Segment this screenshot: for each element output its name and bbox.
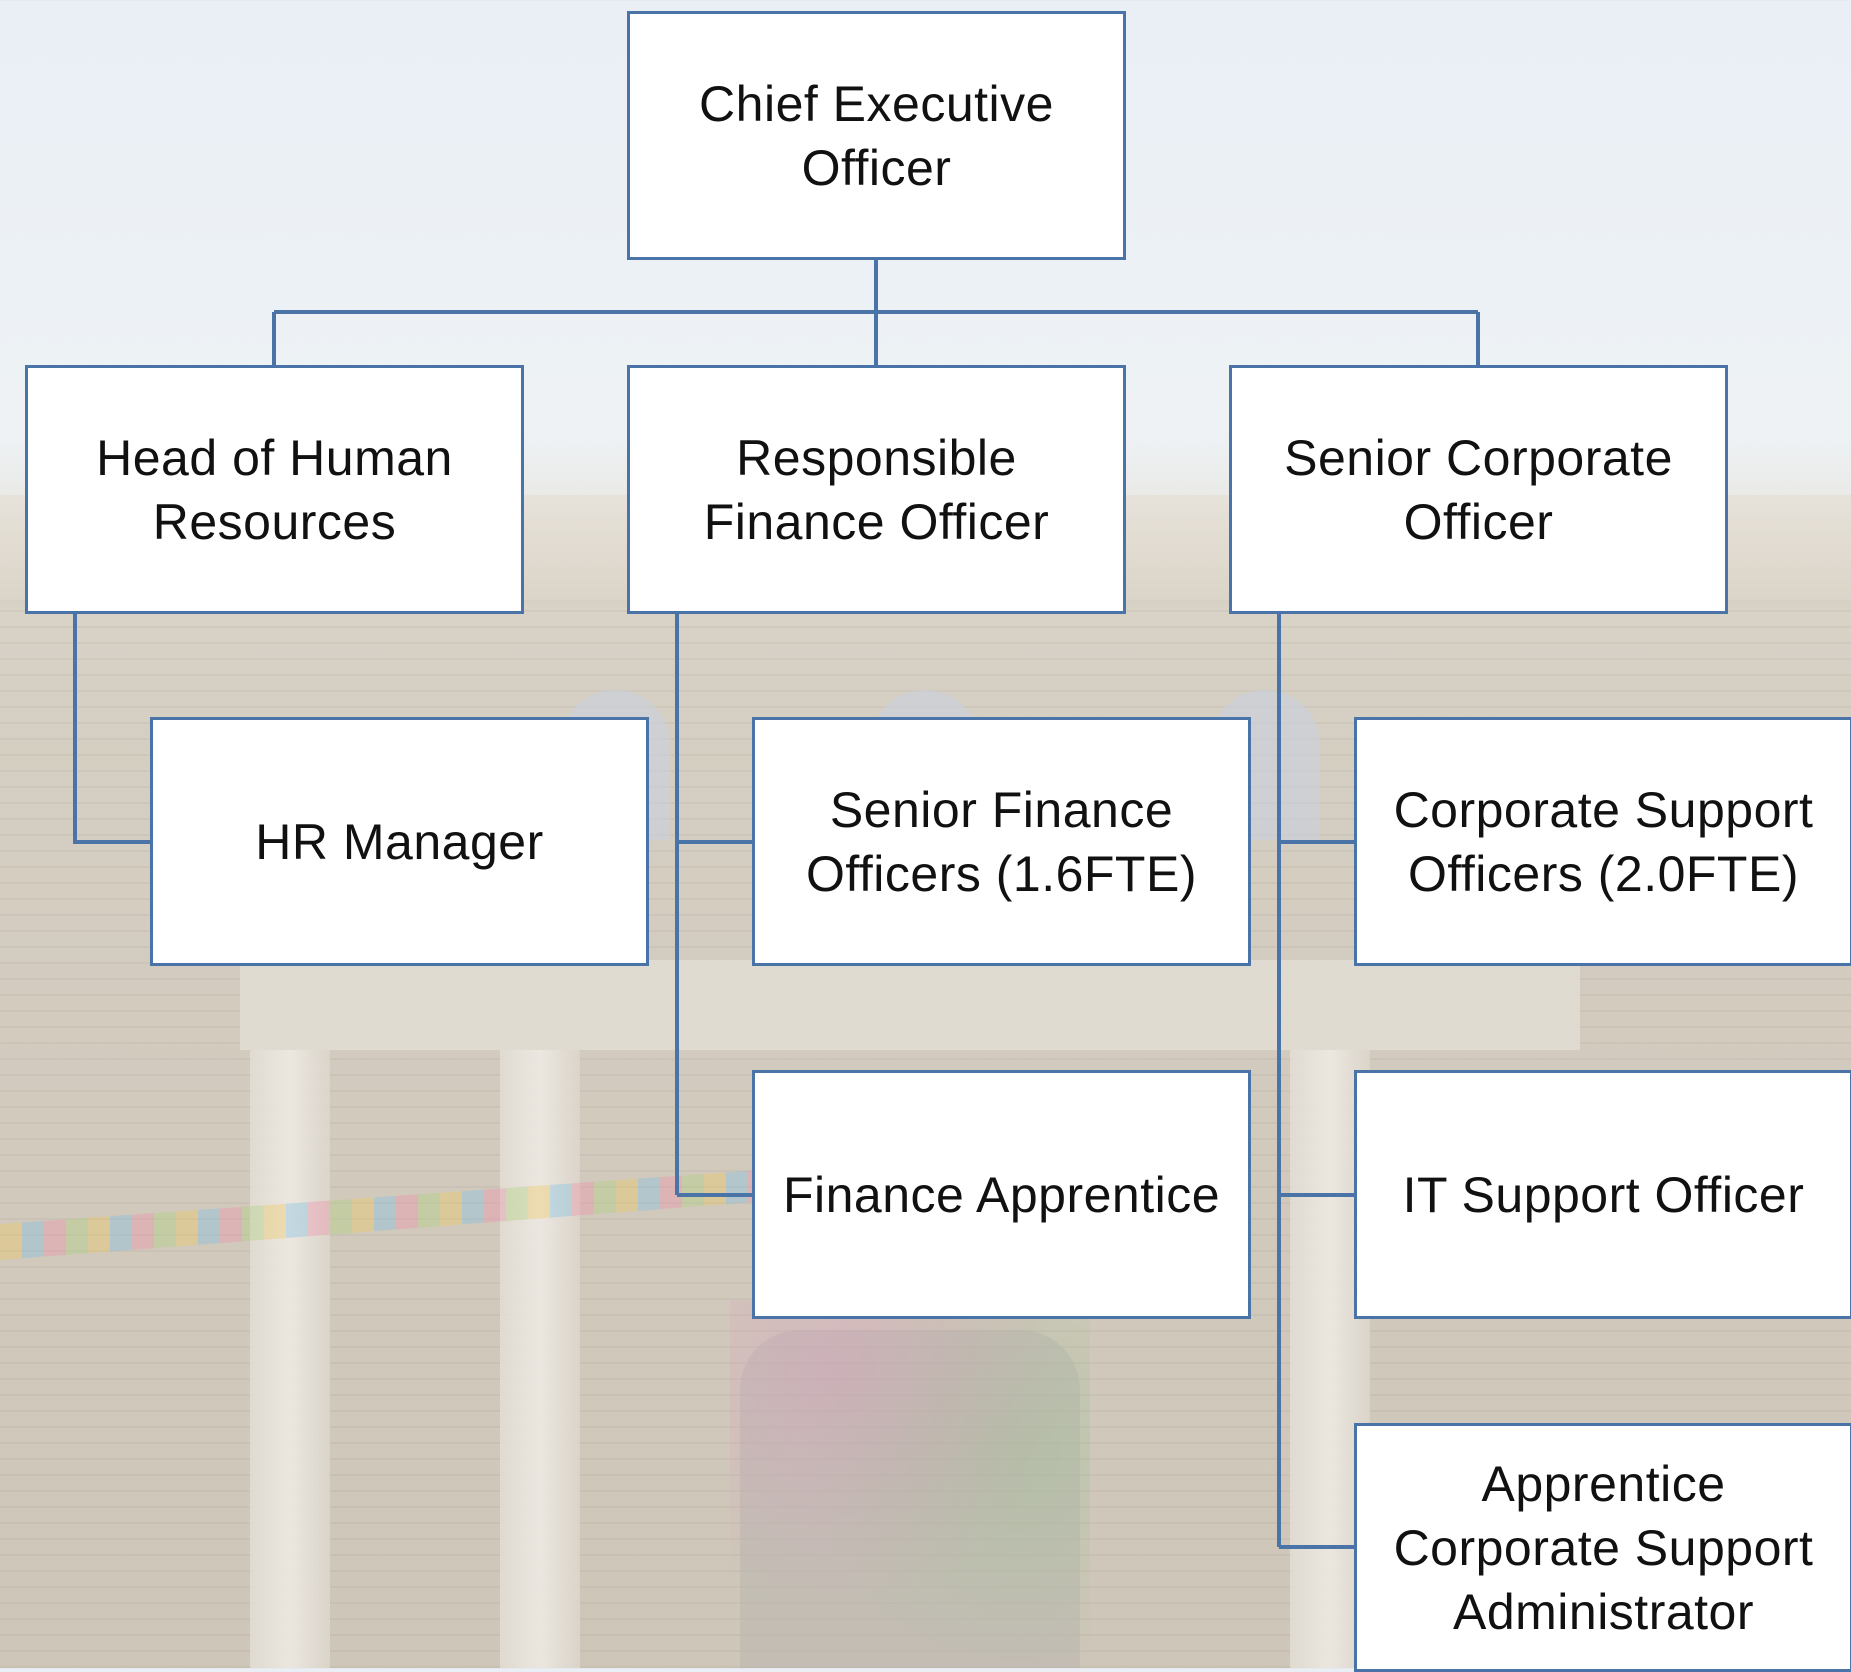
node-label: Senior Corporate Officer [1284, 429, 1673, 550]
node-label: Chief Executive Officer [699, 75, 1054, 196]
node-senior-corporate-officer: Senior Corporate Officer [1229, 365, 1728, 614]
node-head-of-human-resources: Head of Human Resources [25, 365, 524, 614]
node-responsible-finance-officer: Responsible Finance Officer [627, 365, 1126, 614]
node-senior-finance-officers: Senior Finance Officers (1.6FTE) [752, 717, 1251, 966]
node-label: Head of Human Resources [96, 429, 453, 550]
node-finance-apprentice: Finance Apprentice [752, 1070, 1251, 1319]
node-label: Responsible Finance Officer [703, 429, 1050, 550]
node-label: IT Support Officer [1402, 1166, 1805, 1223]
node-label: HR Manager [255, 813, 544, 870]
node-it-support-officer: IT Support Officer [1354, 1070, 1851, 1319]
node-label: Senior Finance Officers (1.6FTE) [806, 781, 1197, 902]
connector-head-hr-hr-manager [73, 613, 150, 844]
node-hr-manager: HR Manager [150, 717, 649, 966]
node-label: Apprentice Corporate Support Administrat… [1393, 1455, 1814, 1640]
node-apprentice-corporate-support-administrator: Apprentice Corporate Support Administrat… [1354, 1423, 1851, 1672]
node-label: Finance Apprentice [782, 1166, 1221, 1223]
node-label: Corporate Support Officers (2.0FTE) [1393, 781, 1814, 902]
connector-lines [73, 260, 1480, 1549]
node-corporate-support-officers: Corporate Support Officers (2.0FTE) [1354, 717, 1851, 966]
node-chief-executive-officer: Chief Executive Officer [627, 11, 1126, 260]
